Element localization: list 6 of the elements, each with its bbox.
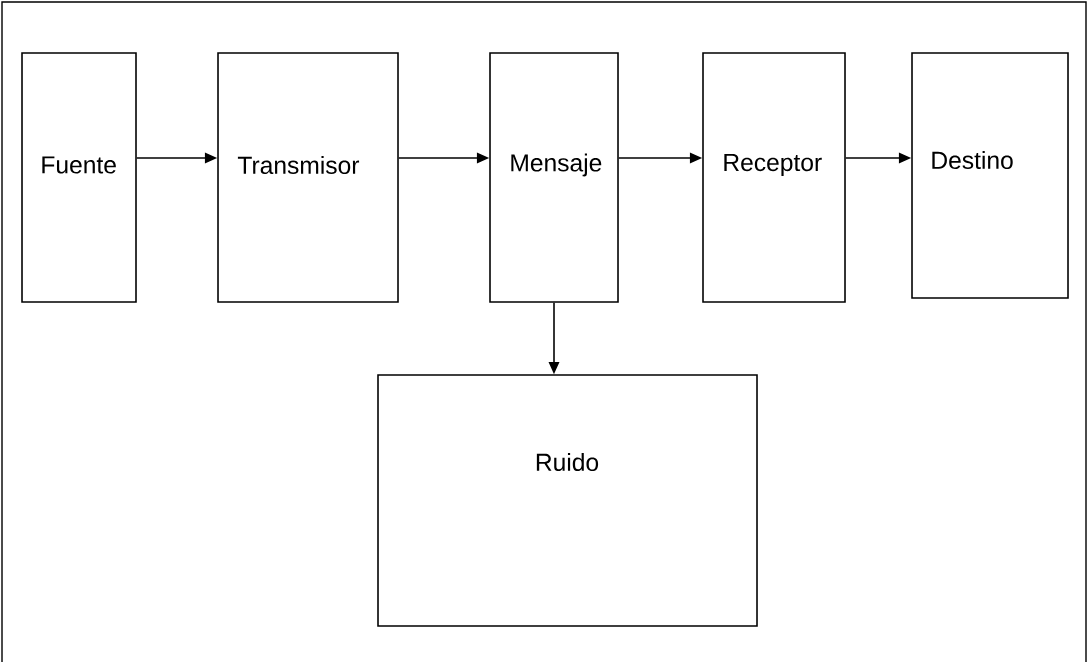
process-box: Destino <box>911 52 1069 299</box>
process-box: Receptor <box>702 52 846 303</box>
process-box: Ruido <box>377 374 758 627</box>
process-box: Mensaje <box>489 52 619 303</box>
process-box: Fuente <box>21 52 137 303</box>
process-box: Transmisor <box>217 52 399 303</box>
